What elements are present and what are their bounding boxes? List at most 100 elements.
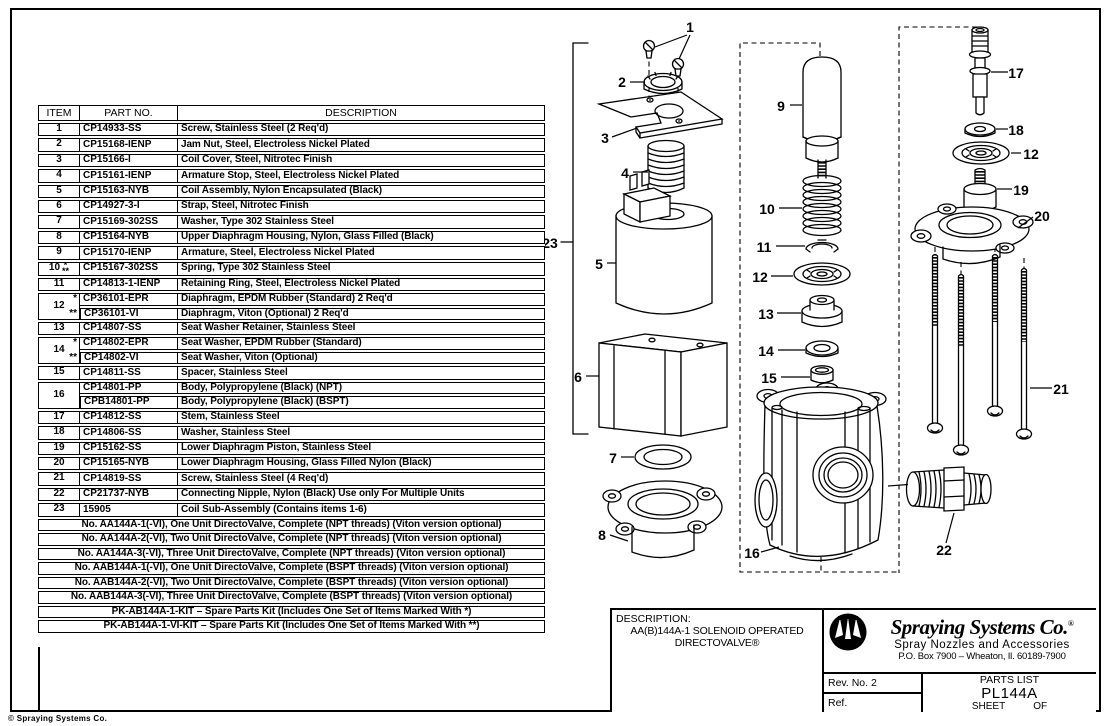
item-cell: 12***: [38, 293, 80, 321]
table-row: PK-AB144A-1-KIT – Spare Parts Kit (Inclu…: [38, 605, 545, 619]
leader-lines: [586, 34, 1052, 553]
item-cell: 23: [38, 503, 80, 517]
item-cell: 3: [38, 153, 80, 168]
part-no-cell: CP14812-SS: [80, 410, 178, 425]
callout-11: 11: [757, 239, 772, 255]
callout-14: 14: [758, 343, 774, 359]
description-cell: Armature, Steel, Electroless Nickel Plat…: [178, 246, 545, 260]
part-10-spring: [802, 174, 842, 237]
description-cell: Body, Polypropylene (Black) (NPT): [178, 381, 545, 395]
table-row: No. AAB144A-2(-VI), Two Unit DirectoValv…: [38, 576, 545, 590]
item-cell: 9: [38, 246, 80, 260]
description-cell: Retaining Ring, Steel, Electroless Nicke…: [178, 277, 545, 292]
callout-15: 15: [761, 370, 777, 386]
item-cell: 5: [38, 184, 80, 198]
part-no-cell: CP15168-IENP: [80, 138, 178, 152]
company-logo-icon: [829, 613, 867, 651]
item-cell: 7: [38, 215, 80, 229]
callout-12b: 12: [1023, 146, 1039, 162]
description-cell: Connecting Nipple, Nylon (Black) Use onl…: [178, 487, 545, 502]
part-no-cell: 15905: [80, 503, 178, 517]
part-no-cell: CP14802-VI: [80, 351, 178, 365]
description-cell: Washer, Type 302 Stainless Steel: [178, 215, 545, 229]
kit-row-cell: No. AAB144A-1(-VI), One Unit DirectoValv…: [38, 562, 545, 575]
callout-5: 5: [595, 256, 603, 272]
table-row: No. AA144A-1(-VI), One Unit DirectoValve…: [38, 518, 545, 532]
item-cell: 11: [38, 277, 80, 292]
description-cell: Body, Polypropylene (Black) (BSPT): [178, 396, 545, 409]
item-cell: 6: [38, 199, 80, 214]
part-12-diaphragm-second: [952, 141, 1010, 165]
description-cell: Diaphragm, Viton (Optional) 2 Req'd: [178, 307, 545, 321]
callout-8: 8: [598, 527, 606, 543]
description-cell: Stem, Stainless Steel: [178, 410, 545, 425]
callout-16: 16: [744, 545, 760, 561]
description-cell: Washer, Stainless Steel: [178, 426, 545, 440]
description-cell: Jam Nut, Steel, Electroless Nickel Plate…: [178, 138, 545, 152]
part-no-cell: CP15162-SS: [80, 441, 178, 455]
callout-17: 17: [1008, 65, 1024, 81]
dashed-boundary-right: [898, 26, 981, 573]
callout-9: 9: [777, 98, 785, 114]
kit-row-cell: No. AA144A-1(-VI), One Unit DirectoValve…: [38, 518, 545, 532]
part-13-seat-washer-retainer: [801, 294, 843, 328]
description-cell: Armature Stop, Steel, Electroless Nickel…: [178, 169, 545, 183]
callout-19: 19: [1013, 182, 1029, 198]
part-no-cell: CP36101-EPR: [80, 293, 178, 306]
item-cell: 17: [38, 410, 80, 425]
callout-10: 10: [759, 201, 775, 217]
description-label: DESCRIPTION:: [616, 613, 691, 625]
parts-list-label: PARTS LIST: [979, 674, 1040, 686]
item-cell: 2: [38, 138, 80, 152]
copyright-note: © Spraying Systems Co.: [8, 714, 108, 723]
sheet-label: SHEET: [971, 701, 1006, 712]
description-cell: Seat Washer, Viton (Optional): [178, 351, 545, 365]
callout-22: 22: [936, 542, 952, 558]
callout-23: 23: [545, 235, 558, 251]
part-no-cell: CP14802-EPR: [80, 337, 178, 350]
item-cell: 18: [38, 426, 80, 440]
item-cell: 8: [38, 230, 80, 245]
item-cell: 1: [38, 123, 80, 137]
part-5-coil-assembly: [615, 169, 713, 315]
callout-6: 6: [574, 369, 582, 385]
part-19-lower-diaphragm-piston: [963, 167, 997, 213]
rev-no-cell: Rev. No. 2: [822, 672, 921, 692]
kit-row-cell: No. AA144A-2(-VI), Two Unit DirectoValve…: [38, 533, 545, 546]
part-no-cell: CP15164-NYB: [80, 230, 178, 245]
item-cell: 19: [38, 441, 80, 455]
description-cell: Coil Sub-Assembly (Contains items 1-6): [178, 503, 545, 517]
part-no-cell: CP14811-SS: [80, 366, 178, 380]
part-no-cell: CP15163-NYB: [80, 184, 178, 198]
callout-2: 2: [618, 74, 626, 90]
item-cell: 20: [38, 457, 80, 471]
col-header-part-no: PART NO.: [80, 105, 178, 121]
company-block: Spraying Systems Co.® Spray Nozzles and …: [822, 608, 1096, 672]
part-6-strap: [598, 333, 728, 437]
drawing-border: [10, 8, 1101, 712]
company-address: P.O. Box 7900 – Wheaton, Il. 60189-7900: [898, 651, 1066, 662]
ref-cell: Ref.: [822, 692, 921, 712]
callout-3: 3: [601, 130, 609, 146]
dashed-boundary-middle: [739, 42, 899, 573]
part-4-armature-stop: [647, 139, 685, 194]
part-21-screws: [926, 253, 1033, 456]
bracket-23: [560, 42, 589, 435]
part-no-cell: CP36101-VI: [80, 307, 178, 321]
part-12-diaphragm: [793, 262, 851, 286]
item-cell: 10***: [38, 261, 80, 276]
part-no-cell: CPB14801-PP: [80, 396, 178, 409]
part-2-jam-nut: [643, 71, 683, 95]
